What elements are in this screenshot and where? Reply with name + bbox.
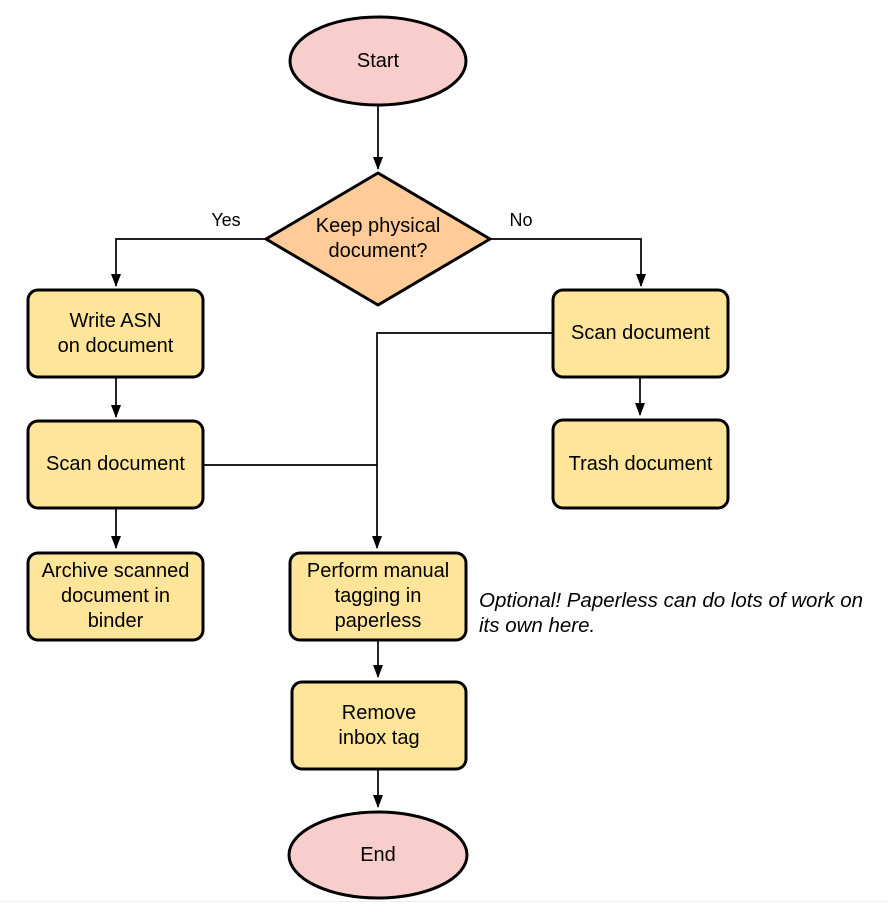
node-decision[interactable] [264, 171, 492, 307]
node-scan-right[interactable] [551, 288, 730, 379]
edge-decision-no [491, 238, 646, 287]
node-archive[interactable] [26, 551, 205, 642]
node-remove-tag[interactable] [290, 680, 468, 771]
node-tagging[interactable] [288, 551, 468, 642]
edge-scanright-to-tagging [372, 332, 552, 549]
page-bottom-edge [0, 901, 888, 902]
edge-decision-yes [111, 238, 265, 287]
node-write-asn[interactable] [26, 288, 205, 379]
node-end[interactable] [287, 810, 469, 900]
node-scan-left[interactable] [26, 419, 205, 510]
node-trash[interactable] [551, 418, 730, 510]
annotation-optional-note: Optional! Paperless can do lots of work … [479, 589, 864, 637]
node-start[interactable] [288, 15, 468, 107]
